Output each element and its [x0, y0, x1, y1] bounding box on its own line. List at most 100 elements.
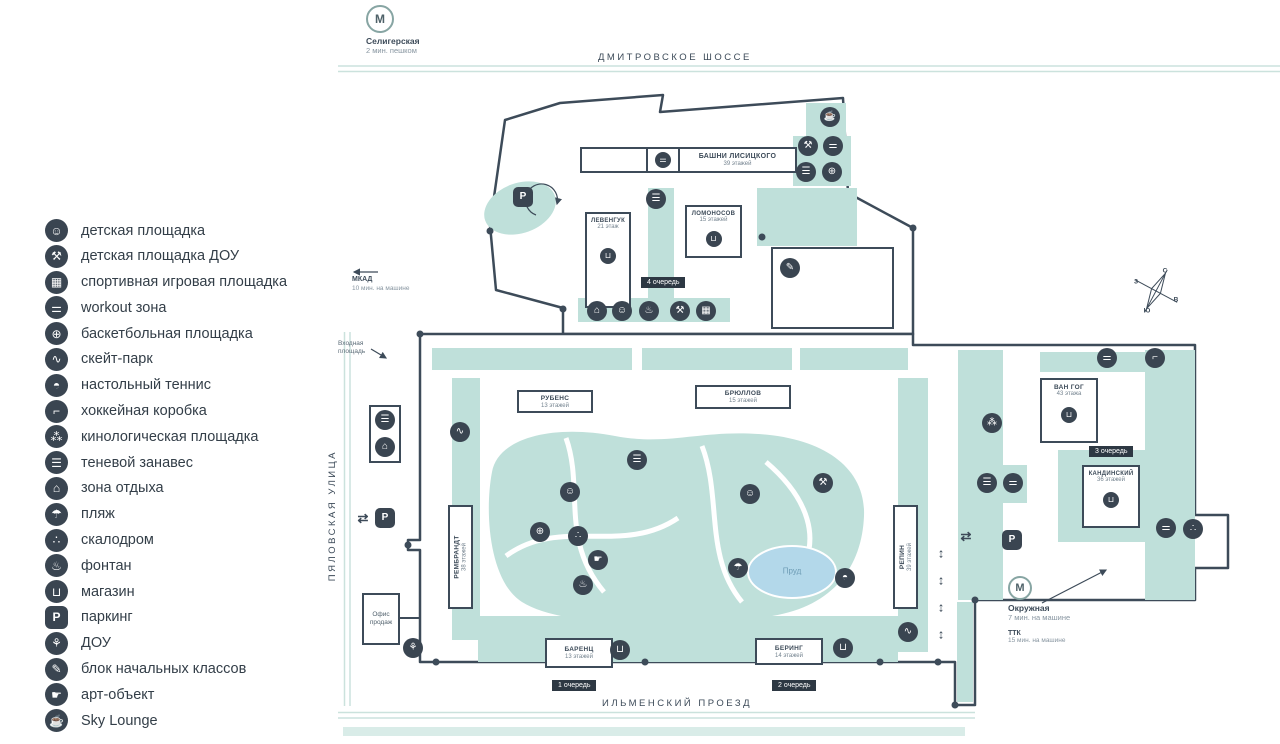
building-floors: 14 этажей [774, 652, 803, 659]
ttk-label: ТТК [1008, 630, 1021, 637]
compass-east: В [1173, 296, 1179, 304]
entrance-note: Входная площадь [338, 340, 380, 356]
building-name: ЛЕВЕНГУК [590, 218, 626, 224]
playground-icon: ☺ [740, 484, 760, 504]
horizontal-arrow-icon: ⇄ [357, 510, 369, 526]
sky-lounge-icon: ☕ [820, 107, 840, 127]
parking-icon: P [1002, 530, 1022, 550]
building-van-gog[interactable]: ВАН ГОГ 43 этажа ⊔ [1040, 378, 1098, 443]
dou-icon: ⚘ [45, 631, 68, 655]
building-barents[interactable]: БАРЕНЦ 13 этажей [545, 638, 613, 668]
building-name: РУБЕНС [540, 394, 570, 402]
skate-icon: ∿ [898, 622, 918, 642]
building-rubens[interactable]: РУБЕНС 13 этажей [517, 390, 593, 413]
building-floors: 13 этажей [541, 402, 569, 409]
art-object-icon: ☛ [45, 683, 68, 707]
shop-icon: ⊔ [1061, 407, 1077, 423]
fountain-icon: ♨ [639, 301, 659, 321]
rest-zone-icon: ⌂ [587, 301, 607, 321]
legend-label: workout зона [81, 299, 167, 316]
shop-icon: ⊔ [600, 248, 616, 264]
building-rembrandt[interactable]: РЕМБРАНДТ 38 этажей [448, 505, 473, 609]
metro-icon: М [1008, 576, 1032, 600]
shop-icon: ⊔ [705, 231, 722, 247]
workout-icon: ⚌ [655, 152, 671, 168]
playground-icon: ☺ [612, 301, 632, 321]
skate-icon: ∿ [45, 347, 68, 371]
legend-label: блок начальных классов [81, 661, 247, 678]
legend-item-dou: ⚘ ДОУ [45, 631, 287, 655]
legend-item-basketball: ⊕ баскетбольная площадка [45, 322, 287, 346]
legend-label: детская площадка [81, 222, 206, 239]
workout-icon: ⚌ [823, 136, 843, 156]
shade-icon: ☰ [977, 473, 997, 493]
metro-name: Окружная [1008, 603, 1050, 613]
legend-item-dog-area: ⁂кинологическая площадка [45, 425, 287, 449]
shop-icon: ⊔ [1103, 492, 1119, 508]
legend-label: пляж [81, 506, 115, 523]
compass-icon [1134, 269, 1178, 313]
playground-icon: ☺ [45, 219, 68, 242]
building-floors: 21 этаж [597, 224, 619, 230]
building-lomonosov[interactable]: ЛОМОНОСОВ 15 этажей ⊔ [685, 205, 742, 258]
building-name: РЕМБРАНДТ [453, 535, 461, 579]
legend-item-table-tennis: ◓ настольный теннис [45, 373, 287, 397]
climbing-icon: ∴ [568, 526, 588, 546]
sales-office[interactable]: Офис продаж [362, 593, 400, 645]
building-name: КАНДИНСКИЙ [1088, 471, 1134, 477]
legend-label: Sky Lounge [81, 712, 158, 729]
boundary-dots [404, 224, 979, 709]
legend-label: баскетбольная площадка [81, 325, 253, 342]
vertical-arrow-icon: ↕ [937, 626, 945, 642]
building-kandinsky[interactable]: КАНДИНСКИЙ 36 этажей ⊔ [1082, 465, 1140, 528]
shade-icon: ☰ [627, 450, 647, 470]
building-name: РЕПИН [898, 544, 906, 570]
vertical-arrow-icon: ↕ [937, 599, 945, 615]
school-icon: ✎ [45, 657, 68, 681]
legend-item-shade: ☰ теневой занавес [45, 451, 287, 475]
mkad-label: МКАД [352, 276, 373, 283]
legend-item-beach: ☂пляж [45, 502, 287, 526]
sales-office-label: Офис продаж [369, 610, 393, 626]
ttk-time: 15 мин. на машине [1008, 637, 1066, 644]
shade-icon: ☰ [375, 410, 395, 430]
skate-icon: ∿ [450, 422, 470, 442]
dou-icon: ⚘ [403, 638, 423, 658]
legend-label: паркинг [81, 609, 133, 626]
art-object-icon: ☛ [588, 550, 608, 570]
mkad-time: 10 мин. на машине [352, 284, 410, 292]
basketball-icon: ⊕ [45, 322, 68, 346]
pond-label: Пруд [782, 566, 802, 576]
building-label: БАШНИ ЛИСИЦКОГО 39 этажей [680, 153, 795, 167]
building-floors: 15 этажей [729, 398, 757, 404]
table-tennis-icon: ◓ [45, 373, 68, 397]
metro-okruzhnaya: М Окружная 7 мин. на машине ТТК 15 мин. … [1008, 576, 1070, 644]
shade-icon: ☰ [45, 451, 68, 475]
building-bering[interactable]: БЕРИНГ 14 этажей [755, 638, 823, 665]
dog-area-icon: ⁂ [45, 425, 68, 449]
building-name: БЕРИНГ [774, 644, 804, 652]
legend-label: спортивная игровая площадка [81, 274, 288, 291]
building-name: ВАН ГОГ [1053, 384, 1084, 391]
fountain-icon: ♨ [573, 575, 593, 595]
building-repin[interactable]: РЕПИН 39 этажей [893, 505, 918, 609]
building-floors: 13 этажей [564, 654, 593, 660]
rest-zone-icon: ⌂ [45, 476, 68, 500]
building-floors: 36 этажей [1097, 477, 1125, 483]
legend-label: теневой занавес [81, 454, 193, 471]
building-levenguk[interactable]: ЛЕВЕНГУК 21 этаж ⊔ [585, 212, 631, 308]
street-ilmensky: ИЛЬМЕНСКИЙ ПРОЕЗД [602, 698, 753, 709]
legend-item-sky-lounge: ☕ Sky Lounge [45, 709, 287, 733]
building-bashni-lisitskogo[interactable]: ⚌ БАШНИ ЛИСИЦКОГО 39 этажей [580, 147, 797, 173]
shop-icon: ⊔ [610, 640, 630, 660]
sky-lounge-icon: ☕ [45, 709, 68, 733]
playground-icon: ☺ [560, 482, 580, 502]
parking-icon: P [45, 605, 68, 629]
legend-label: настольный теннис [81, 377, 212, 394]
legend-item-skate: ∿скейт-парк [45, 347, 287, 371]
legend-label: ДОУ [81, 635, 111, 652]
queue-1-badge: 1 очередь [552, 680, 597, 691]
street-dmitrovskoe: ДМИТРОВСКОЕ ШОССЕ [598, 52, 752, 63]
building-bryullov[interactable]: БРЮЛЛОВ 15 этажей [695, 385, 791, 409]
